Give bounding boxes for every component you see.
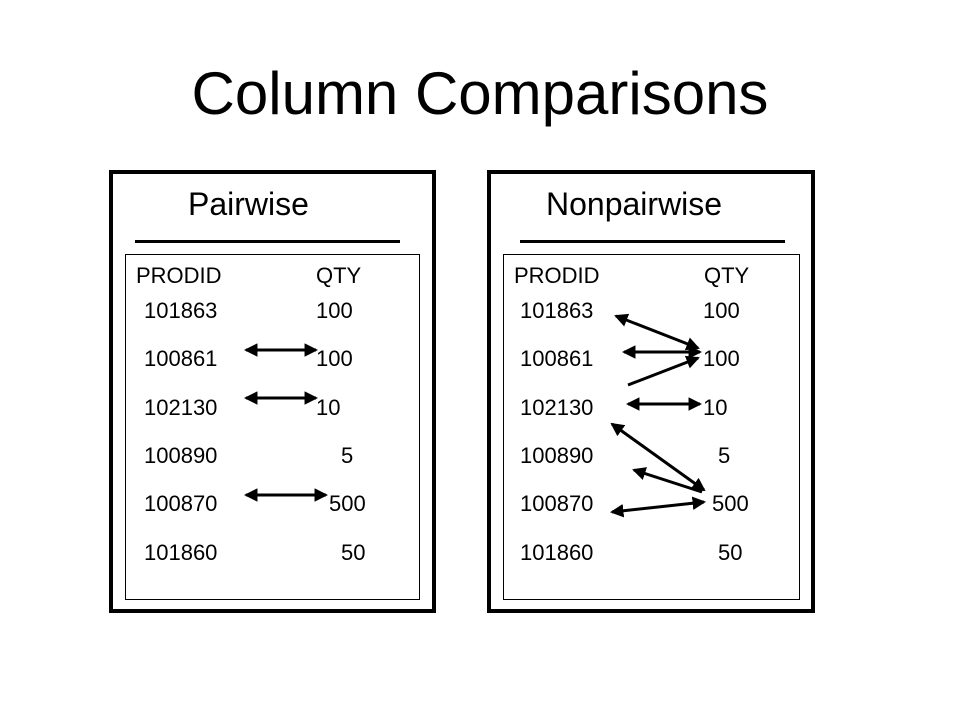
diagonal-arrow: [627, 355, 700, 387]
panel-title-underline: [135, 240, 400, 243]
diagonal-arrow: [632, 467, 703, 494]
double-arrow: [609, 496, 707, 518]
page-title: Column Comparisons: [191, 60, 769, 127]
cell-prodid: 100861: [144, 346, 218, 371]
cell-prodid: 102130: [520, 395, 594, 420]
cell-prodid: 101860: [520, 540, 594, 565]
panel-title-pairwise: Pairwise: [188, 186, 309, 222]
cell-qty: 50: [718, 540, 743, 565]
cell-qty: 100: [316, 346, 353, 371]
table-nonpairwise: PRODID QTY 101863 100 100861 100 102130 …: [503, 254, 800, 600]
cell-qty: 10: [703, 395, 728, 420]
cell-prodid: 101863: [520, 298, 594, 323]
header-qty: QTY: [316, 263, 362, 288]
header-prodid: PRODID: [136, 263, 222, 288]
panel-title-underline: [520, 240, 785, 243]
panel-title-nonpairwise: Nonpairwise: [546, 186, 723, 222]
pairwise-panel: Pairwise PRODID QTY 101863 100 100861 10…: [109, 170, 436, 613]
cell-prodid: 100870: [520, 491, 594, 516]
cell-qty: 100: [316, 298, 353, 323]
cell-qty: 500: [329, 491, 366, 516]
header-prodid: PRODID: [514, 263, 600, 288]
nonpairwise-panel: Nonpairwise PRODID QTY 101863 100 100861…: [487, 170, 815, 613]
cell-prodid: 100890: [520, 443, 594, 468]
cell-qty: 50: [341, 540, 366, 565]
cell-qty: 100: [703, 298, 740, 323]
cell-qty: 5: [718, 443, 731, 468]
diagonal-arrow: [610, 422, 706, 492]
cell-prodid: 101863: [144, 298, 218, 323]
cell-prodid: 100861: [520, 346, 594, 371]
table-pairwise: PRODID QTY 101863 100 100861 100 102130 …: [125, 254, 420, 600]
cell-prodid: 101860: [144, 540, 218, 565]
cell-qty: 10: [316, 395, 341, 420]
cell-prodid: 102130: [144, 395, 218, 420]
cell-qty: 5: [341, 443, 354, 468]
cell-qty: 100: [703, 346, 740, 371]
cell-qty: 500: [712, 491, 749, 516]
cell-prodid: 100890: [144, 443, 218, 468]
cell-prodid: 100870: [144, 491, 218, 516]
diagonal-arrow: [614, 313, 700, 351]
header-qty: QTY: [704, 263, 750, 288]
